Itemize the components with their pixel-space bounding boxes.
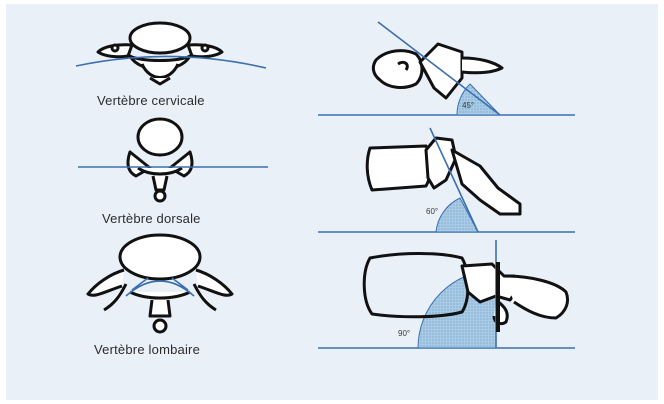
angle-label-lumbar: 90° (398, 329, 410, 338)
dorsal-vertebra-top-view (128, 119, 192, 201)
dorsal-angle-sector (436, 198, 478, 232)
label-dorsal: Vertèbre dorsale (102, 211, 201, 226)
cervical-vertebra-top-view (98, 23, 222, 84)
dorsal-vertebra-side-view (367, 138, 520, 214)
angle-label-dorsal: 60° (426, 207, 438, 216)
angle-label-cervical: 45° (462, 101, 474, 110)
cervical-vertebra-side-view (373, 44, 502, 98)
label-cervical: Vertèbre cervicale (97, 93, 205, 108)
lumbar-vertebra-top-view (88, 235, 232, 332)
label-lumbar: Vertèbre lombaire (94, 342, 200, 357)
